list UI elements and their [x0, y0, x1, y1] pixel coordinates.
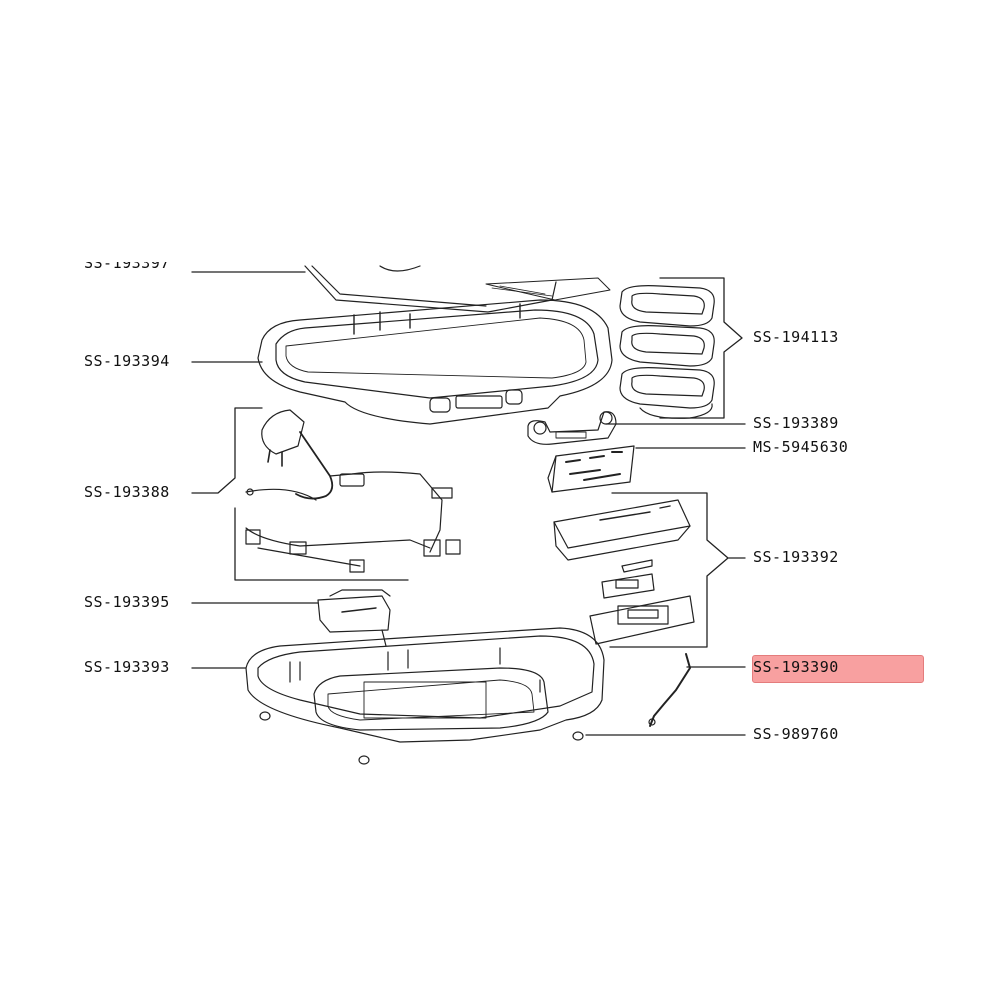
- leader-lines-left: [191, 271, 409, 669]
- gasket-rings-part: [619, 285, 715, 419]
- part-label-193397[interactable]: SS-193397: [84, 262, 170, 272]
- part-label-193395[interactable]: SS-193395: [84, 593, 170, 611]
- part-label-193390[interactable]: SS-193390: [753, 658, 839, 676]
- part-label-989760[interactable]: SS-989760: [753, 725, 839, 743]
- relay-box-part: [317, 589, 391, 647]
- part-label-193393[interactable]: SS-193393: [84, 658, 170, 676]
- control-housing-part: [553, 499, 695, 645]
- sensor-wire-part: [648, 653, 691, 727]
- selected-part-highlight: [752, 655, 924, 683]
- base-housing-part: [245, 627, 605, 765]
- part-label-194113[interactable]: SS-194113: [753, 328, 839, 346]
- button-part: [527, 411, 617, 445]
- part-label-193397-clip: SS-193397: [84, 262, 194, 280]
- part-label-193388[interactable]: SS-193388: [84, 483, 170, 501]
- leader-lines-right: [585, 277, 746, 736]
- part-label-5945630[interactable]: MS-5945630: [753, 438, 849, 456]
- part-label-193392[interactable]: SS-193392: [753, 548, 839, 566]
- top-cover-part: [304, 265, 611, 313]
- circuit-board-part: [547, 445, 635, 493]
- frame-part: [257, 299, 613, 425]
- power-cord-part: [245, 409, 461, 573]
- part-label-193389[interactable]: SS-193389: [753, 414, 839, 432]
- part-label-193394[interactable]: SS-193394: [84, 352, 170, 370]
